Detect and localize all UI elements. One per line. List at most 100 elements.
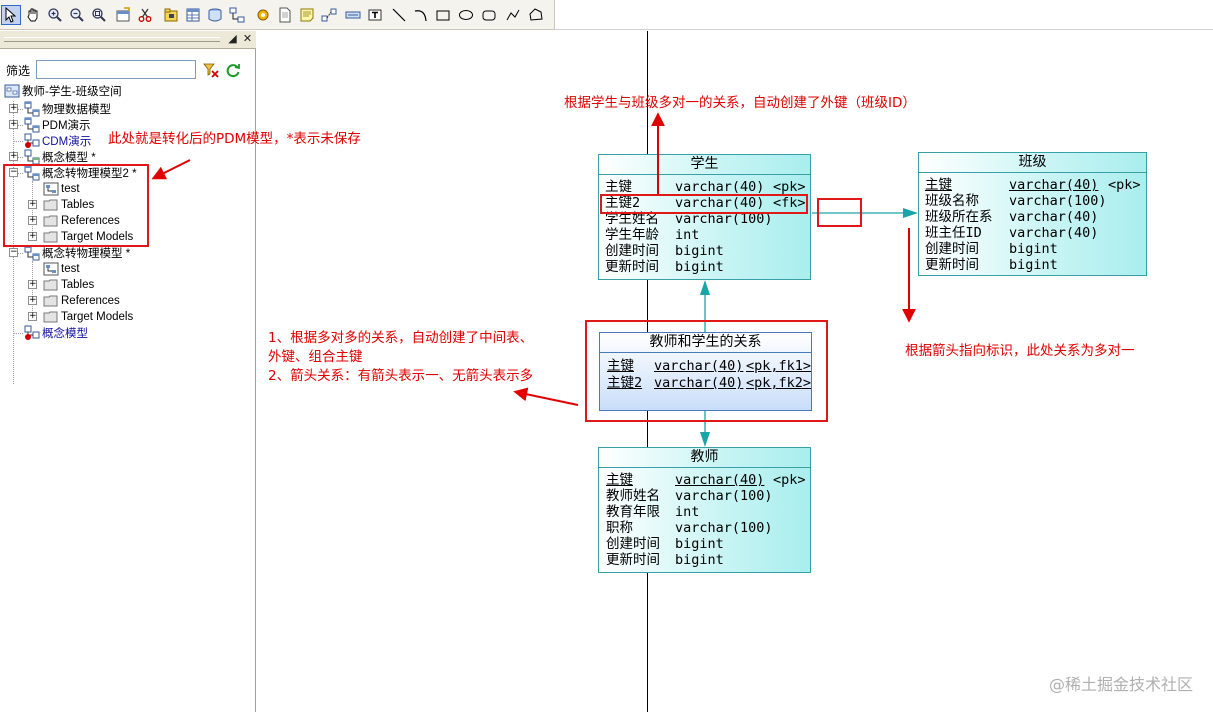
tree-child-test[interactable]: test (43, 181, 80, 197)
filter-input[interactable] (36, 60, 196, 79)
tree-child-target-models[interactable]: Target Models (43, 309, 133, 325)
tree-expander[interactable]: + (28, 199, 37, 209)
entity-teacher[interactable]: 教师 主键 varchar(40) <pk> 教师姓名 varchar(100)… (598, 447, 811, 573)
entity-student[interactable]: 学生 主键 varchar(40) <pk> 主键2 varchar(40) <… (598, 154, 811, 280)
tree-item-concept-to-physical[interactable]: 概念转物理模型 * (24, 245, 130, 261)
field-type: bigint (675, 536, 724, 552)
tree-child-tables[interactable]: Tables (43, 277, 94, 293)
pane-restore-button[interactable]: ◢ (228, 32, 237, 45)
text-icon[interactable] (343, 5, 363, 25)
tree-child-test[interactable]: test (43, 261, 80, 277)
field-key: <pk> (773, 179, 806, 195)
tree-expander[interactable]: + (28, 215, 37, 225)
package-icon[interactable] (161, 5, 181, 25)
hand-icon[interactable] (23, 5, 43, 25)
title-icon[interactable] (365, 5, 385, 25)
field-type: int (675, 227, 700, 243)
cdm-model-icon (24, 149, 40, 165)
tree-item-concept-model[interactable]: 概念模型 (24, 325, 88, 341)
tree-expander[interactable]: + (9, 103, 18, 113)
zoom-out-icon[interactable] (67, 5, 87, 25)
tree-child-references[interactable]: References (43, 213, 120, 229)
tree-child-label: References (61, 215, 120, 227)
field-name: 主键2 (605, 195, 641, 211)
pointer-icon[interactable] (1, 5, 21, 25)
properties-icon[interactable] (113, 5, 133, 25)
workspace-icon (4, 83, 20, 99)
tree-expander[interactable]: + (28, 295, 37, 305)
tree-child-label: Tables (61, 279, 95, 291)
refresh-icon[interactable] (225, 62, 241, 78)
tree-child-tables[interactable]: Tables (43, 197, 94, 213)
field-key: <pk> (1108, 177, 1141, 193)
note-icon[interactable] (297, 5, 317, 25)
tree-child-target-models[interactable]: Target Models (43, 229, 133, 245)
annotation-mm-note-3: 2、箭头关系：有箭头表示一、无箭头表示多 (268, 368, 534, 384)
tree-item-label: 概念转物理模型 * (42, 248, 131, 260)
polyline-icon[interactable] (503, 5, 523, 25)
cut-icon[interactable] (135, 5, 155, 25)
tree-item-pdm-demo[interactable]: PDM演示 (24, 117, 91, 133)
diagram-icon (43, 181, 59, 197)
filter-label: 筛选 (6, 64, 31, 78)
tree-collapser[interactable]: − (9, 247, 18, 257)
toolbar (0, 0, 555, 30)
field-key: <pk,fk1> (746, 358, 812, 374)
field-type: varchar(40) (1009, 209, 1099, 225)
view-icon[interactable] (205, 5, 225, 25)
field-type: int (675, 504, 700, 520)
diagram-icon (43, 261, 59, 277)
zoom-fit-icon[interactable] (89, 5, 109, 25)
tree-expander[interactable]: + (28, 311, 37, 321)
tree-expander[interactable]: + (9, 151, 18, 161)
tree-expander[interactable]: + (9, 119, 18, 129)
highlight-relation-table (585, 320, 828, 422)
field-name: 学生姓名 (605, 211, 659, 227)
field-type: varchar(100) (675, 520, 773, 536)
folder-icon (43, 277, 59, 293)
cdm-model-closed-icon (24, 325, 40, 341)
tree-child-references[interactable]: References (43, 293, 120, 309)
field-type: bigint (1009, 257, 1058, 273)
highlight-connector (817, 198, 862, 227)
field-type: varchar(40) (675, 195, 765, 211)
tree-item-concept-to-physical-2[interactable]: 概念转物理模型2 * (24, 165, 137, 181)
entity-teacher-student-relation[interactable]: 教师和学生的关系 主键 varchar(40) <pk,fk1> 主键2 var… (599, 332, 812, 411)
tree-item-label: 物理数据模型 (42, 104, 111, 116)
field-name: 教师姓名 (606, 488, 660, 504)
file-icon[interactable] (275, 5, 295, 25)
field-name: 班级名称 (925, 193, 979, 209)
tree-expander[interactable]: + (28, 231, 37, 241)
annotation-fk-note: 根据学生与班级多对一的关系，自动创建了外键（班级ID） (564, 95, 916, 111)
procedure-icon[interactable] (253, 5, 273, 25)
tree-item-physical-model[interactable]: 物理数据模型 (24, 101, 111, 117)
tree-workspace[interactable]: 教师-学生-班级空间 (4, 83, 122, 99)
tree-item-concept-model-unsaved[interactable]: 概念模型 * (24, 149, 96, 165)
arc-icon[interactable] (411, 5, 431, 25)
field-type: varchar(40) (654, 375, 744, 391)
field-name: 更新时间 (605, 259, 659, 275)
ellipse-icon[interactable] (456, 5, 476, 25)
polygon-icon[interactable] (526, 5, 546, 25)
rounded-rectangle-icon[interactable] (479, 5, 499, 25)
field-name: 班级所在系 (925, 209, 993, 225)
tree-item-cdm-demo[interactable]: CDM演示 (24, 133, 91, 149)
link-icon[interactable] (319, 5, 339, 25)
pane-grip[interactable] (4, 37, 220, 42)
pane-close-button[interactable]: ✕ (242, 32, 253, 45)
table-icon[interactable] (183, 5, 203, 25)
zoom-in-icon[interactable] (45, 5, 65, 25)
reference-icon[interactable] (227, 5, 247, 25)
entity-class[interactable]: 班级 主键 varchar(40) <pk> 班级名称 varchar(100)… (918, 152, 1147, 276)
field-type: varchar(40) (675, 179, 765, 195)
tree-child-label: Target Models (61, 311, 134, 323)
tree-expander[interactable]: + (28, 279, 37, 289)
tree-child-label: References (61, 295, 120, 307)
tree-collapser[interactable]: − (9, 167, 18, 177)
clear-filter-icon[interactable] (203, 62, 219, 78)
tree-item-label: 概念模型 (42, 328, 88, 340)
field-name: 教育年限 (606, 504, 660, 520)
line-icon[interactable] (389, 5, 409, 25)
rectangle-icon[interactable] (433, 5, 453, 25)
tree-child-label: test (61, 263, 80, 275)
